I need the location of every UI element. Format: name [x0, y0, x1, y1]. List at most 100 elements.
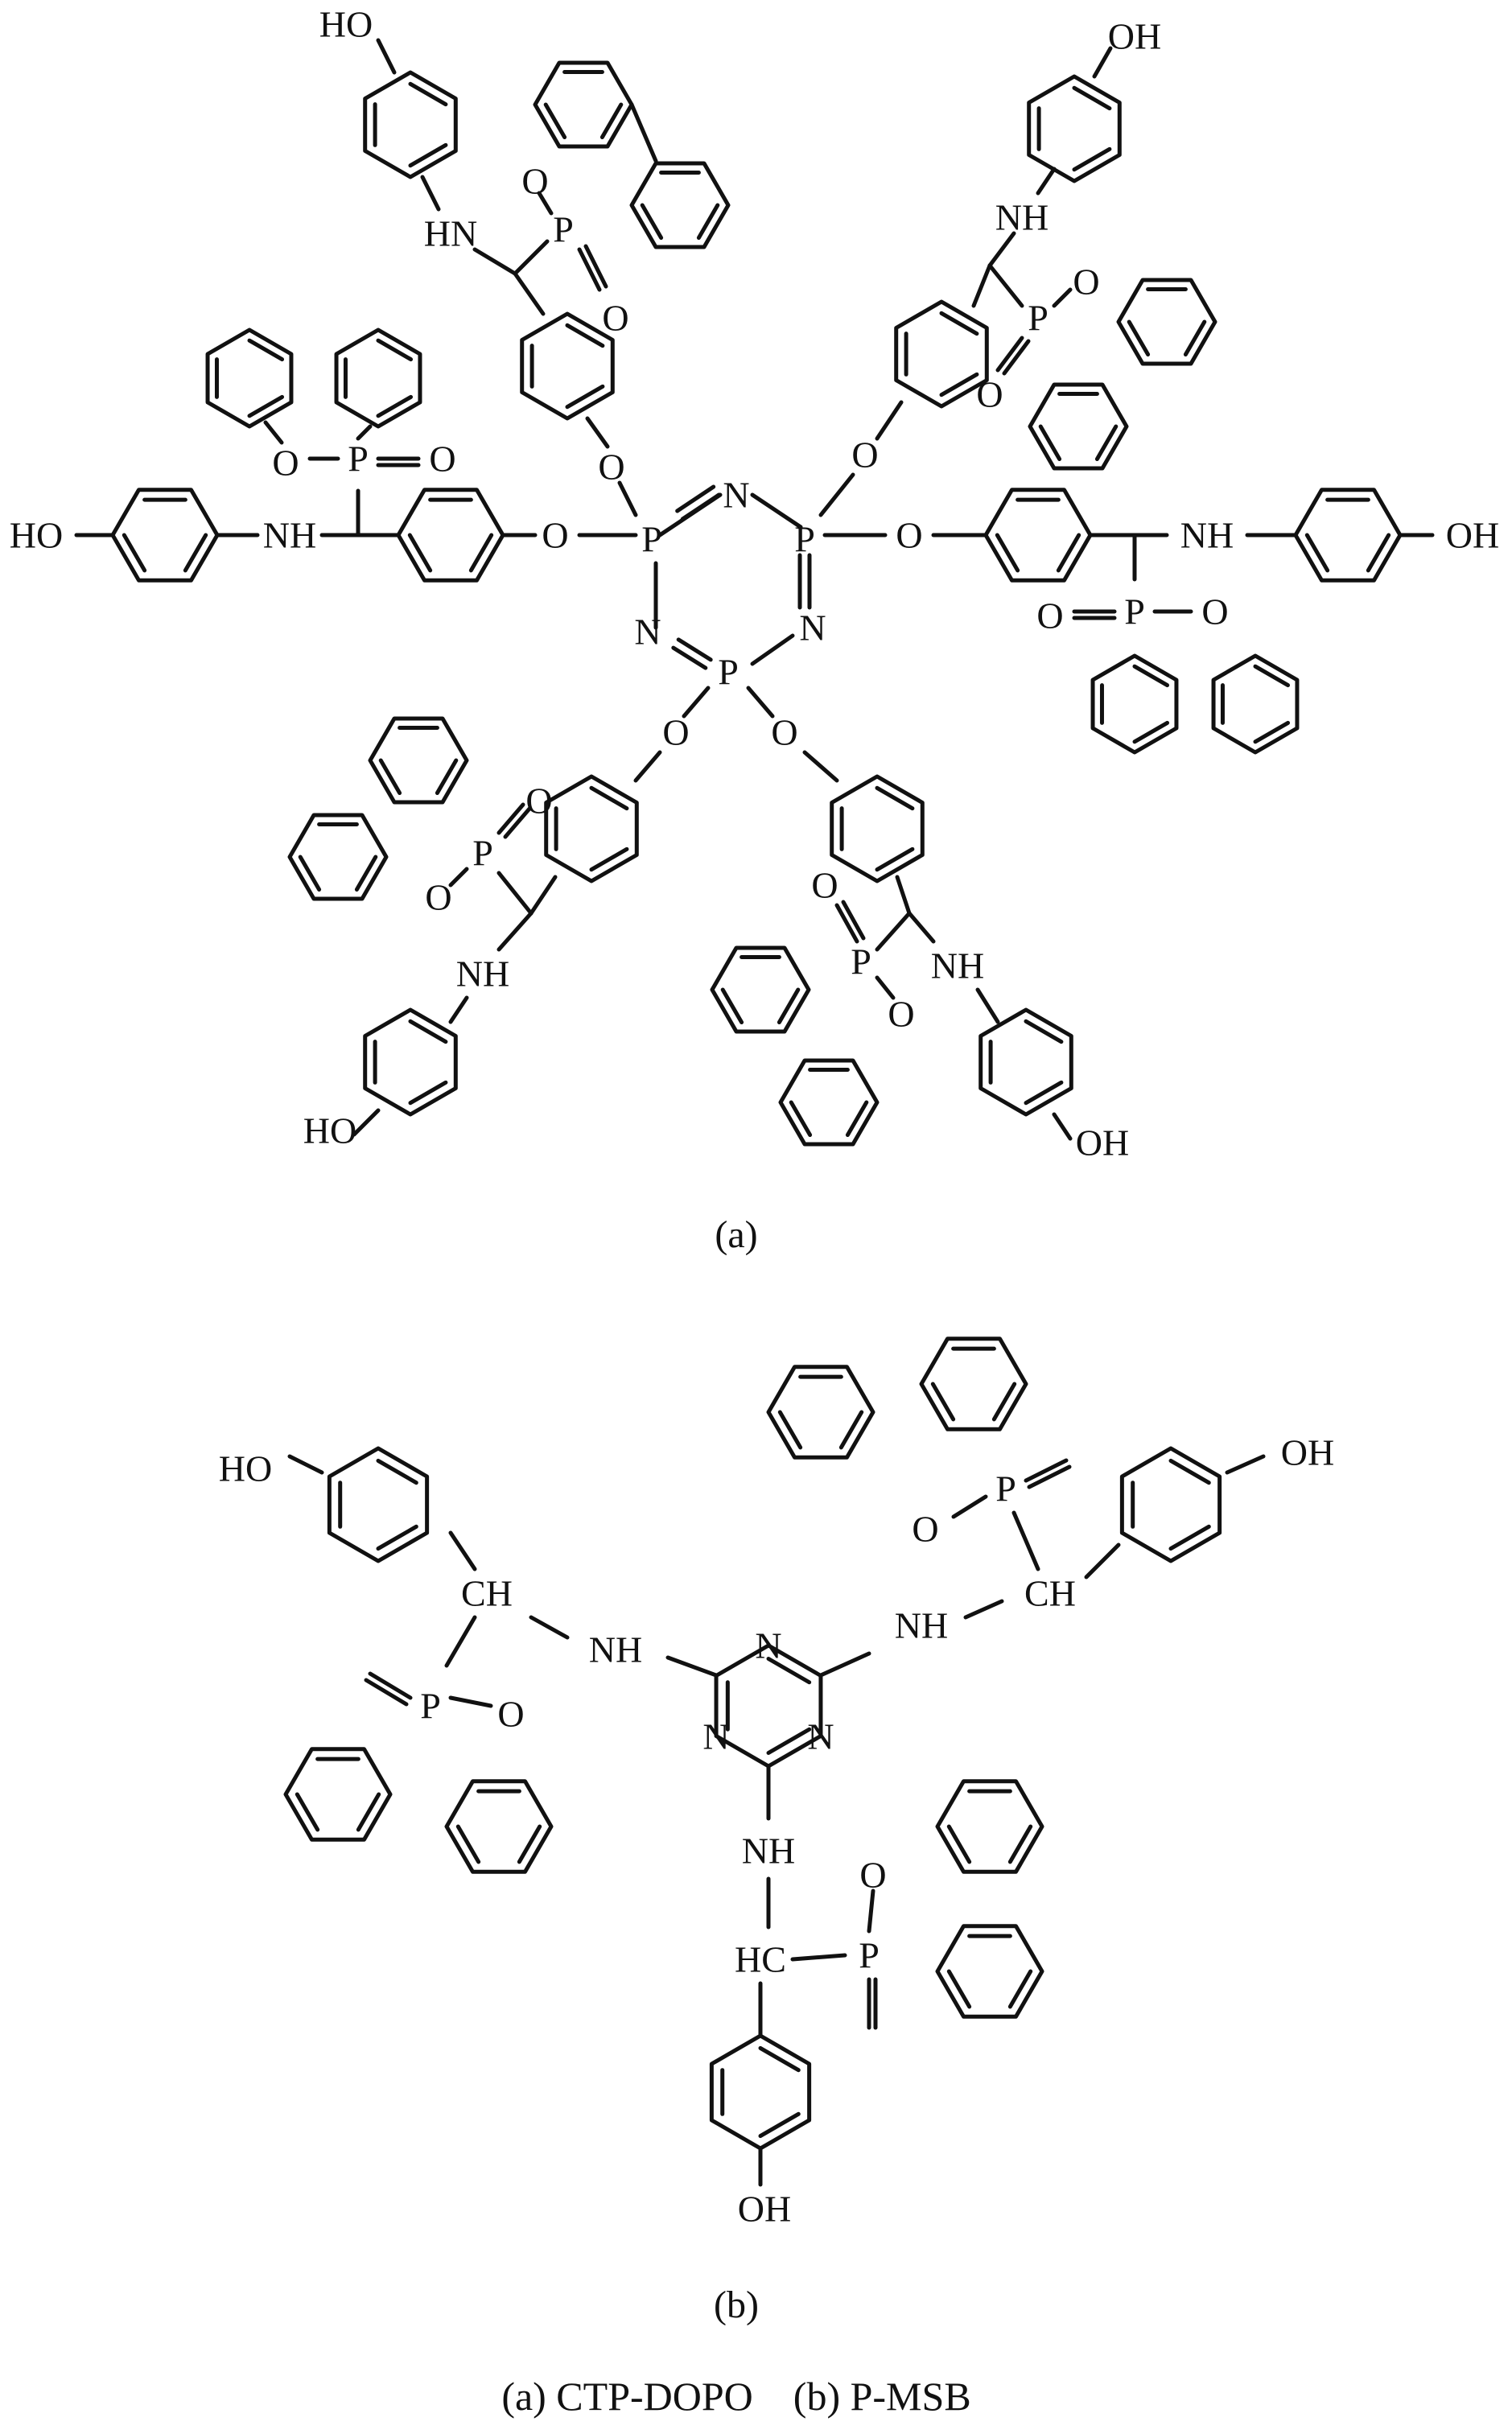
- benzene-ring: [894, 299, 989, 409]
- aromatic-bond: [720, 987, 744, 1025]
- aromatic-bond: [295, 1792, 320, 1832]
- bond: [529, 1615, 570, 1640]
- benzene-ring: [935, 1779, 1044, 1874]
- atom-label: N: [634, 612, 661, 653]
- benzene-ring: [533, 60, 634, 149]
- aromatic-bond: [247, 338, 285, 362]
- benzene-ring: [983, 488, 1093, 583]
- atom-label: P: [995, 1468, 1016, 1509]
- aromatic-bond: [376, 1524, 418, 1551]
- aromatic-bond: [995, 533, 1020, 573]
- aromatic-bond: [696, 203, 720, 241]
- bond: [665, 1655, 719, 1678]
- atom-label: HC: [735, 1939, 786, 1980]
- aromatic-bond: [946, 1824, 972, 1864]
- bond: [585, 416, 610, 449]
- bond: [975, 987, 1000, 1024]
- aromatic-bond: [543, 102, 567, 140]
- bond: [875, 975, 896, 1000]
- bond: [472, 247, 517, 276]
- aromatic-bond: [777, 1410, 803, 1450]
- atom-label: P: [859, 1935, 880, 1976]
- aromatic-bond: [455, 1824, 481, 1864]
- atom-label: OH: [1281, 1432, 1334, 1473]
- aromatic-bond: [408, 1080, 448, 1106]
- aromatic-bond: [991, 1382, 1017, 1422]
- atom-label: HO: [319, 4, 373, 45]
- bond: [951, 1494, 988, 1519]
- atom-label: O: [888, 994, 914, 1035]
- bond: [875, 400, 904, 441]
- aromatic-bond: [378, 758, 402, 796]
- bond: [448, 1695, 493, 1708]
- atom-label: P: [420, 1686, 441, 1727]
- bond: [746, 686, 775, 719]
- bond: [448, 1530, 477, 1571]
- aromatic-bond: [247, 394, 285, 418]
- bond: [1024, 1458, 1069, 1483]
- atom-label: P: [472, 833, 493, 874]
- aromatic-bond: [930, 1382, 956, 1422]
- bond: [513, 239, 550, 276]
- atom-label: NH: [895, 1605, 948, 1646]
- aromatic-bond: [1007, 1824, 1033, 1864]
- atom-label: OH: [1076, 1122, 1129, 1164]
- bond: [529, 875, 558, 916]
- bond: [818, 472, 855, 517]
- bond: [444, 1615, 477, 1668]
- aromatic-bond: [589, 785, 629, 811]
- atom-label: O: [542, 515, 568, 556]
- bond: [895, 875, 912, 916]
- aromatic-bond: [939, 372, 979, 397]
- benzene-ring: [778, 1058, 880, 1147]
- figure-caption: (a) CTP-DOPO (b) P-MSB: [501, 2374, 970, 2419]
- bond: [995, 336, 1024, 373]
- bond: [750, 633, 795, 666]
- atom-label: O: [1201, 591, 1228, 632]
- bond: [583, 244, 608, 289]
- aromatic-bond: [766, 1727, 812, 1755]
- aromatic-bond: [758, 2111, 801, 2139]
- aromatic-bond: [1127, 319, 1151, 357]
- aromatic-bond: [1007, 1969, 1033, 2009]
- aromatic-bond: [1132, 664, 1170, 688]
- bond: [364, 1678, 409, 1707]
- bond: [617, 480, 638, 517]
- bond: [513, 271, 546, 316]
- bond: [867, 1888, 875, 1934]
- aromatic-bond: [565, 384, 605, 410]
- atom-label: N: [807, 1716, 834, 1757]
- aromatic-bond: [838, 1410, 864, 1450]
- bond: [1052, 1112, 1073, 1141]
- bond: [1084, 1542, 1121, 1580]
- atom-label: HO: [303, 1110, 356, 1151]
- atom-label: O: [598, 447, 624, 488]
- atom-label: CH: [1024, 1573, 1076, 1614]
- bond: [841, 900, 866, 941]
- aromatic-bond: [589, 846, 629, 872]
- benzene-ring: [363, 1007, 458, 1117]
- aromatic-bond: [875, 846, 915, 872]
- benzene-ring: [1090, 653, 1179, 755]
- atom-label: O: [429, 439, 455, 480]
- aromatic-bond: [1094, 424, 1119, 462]
- atom-label: CH: [461, 1573, 513, 1614]
- benzene-ring: [444, 1779, 554, 1874]
- aromatic-bond: [845, 1100, 869, 1138]
- aromatic-bond: [1024, 1019, 1064, 1044]
- double-bond: [676, 637, 713, 662]
- bond: [1092, 46, 1113, 79]
- panel-b-bonds: [283, 1336, 1266, 2187]
- atom-label: NH: [589, 1629, 642, 1670]
- aromatic-bond: [356, 1792, 381, 1832]
- aromatic-bond: [517, 1824, 542, 1864]
- atom-label: P: [348, 439, 369, 480]
- bond: [750, 492, 803, 529]
- benzene-ring: [1116, 278, 1217, 366]
- aromatic-bond: [758, 2045, 801, 2073]
- aromatic-bond: [789, 1100, 813, 1138]
- benzene-ring: [710, 945, 811, 1034]
- atom-label: O: [662, 712, 689, 753]
